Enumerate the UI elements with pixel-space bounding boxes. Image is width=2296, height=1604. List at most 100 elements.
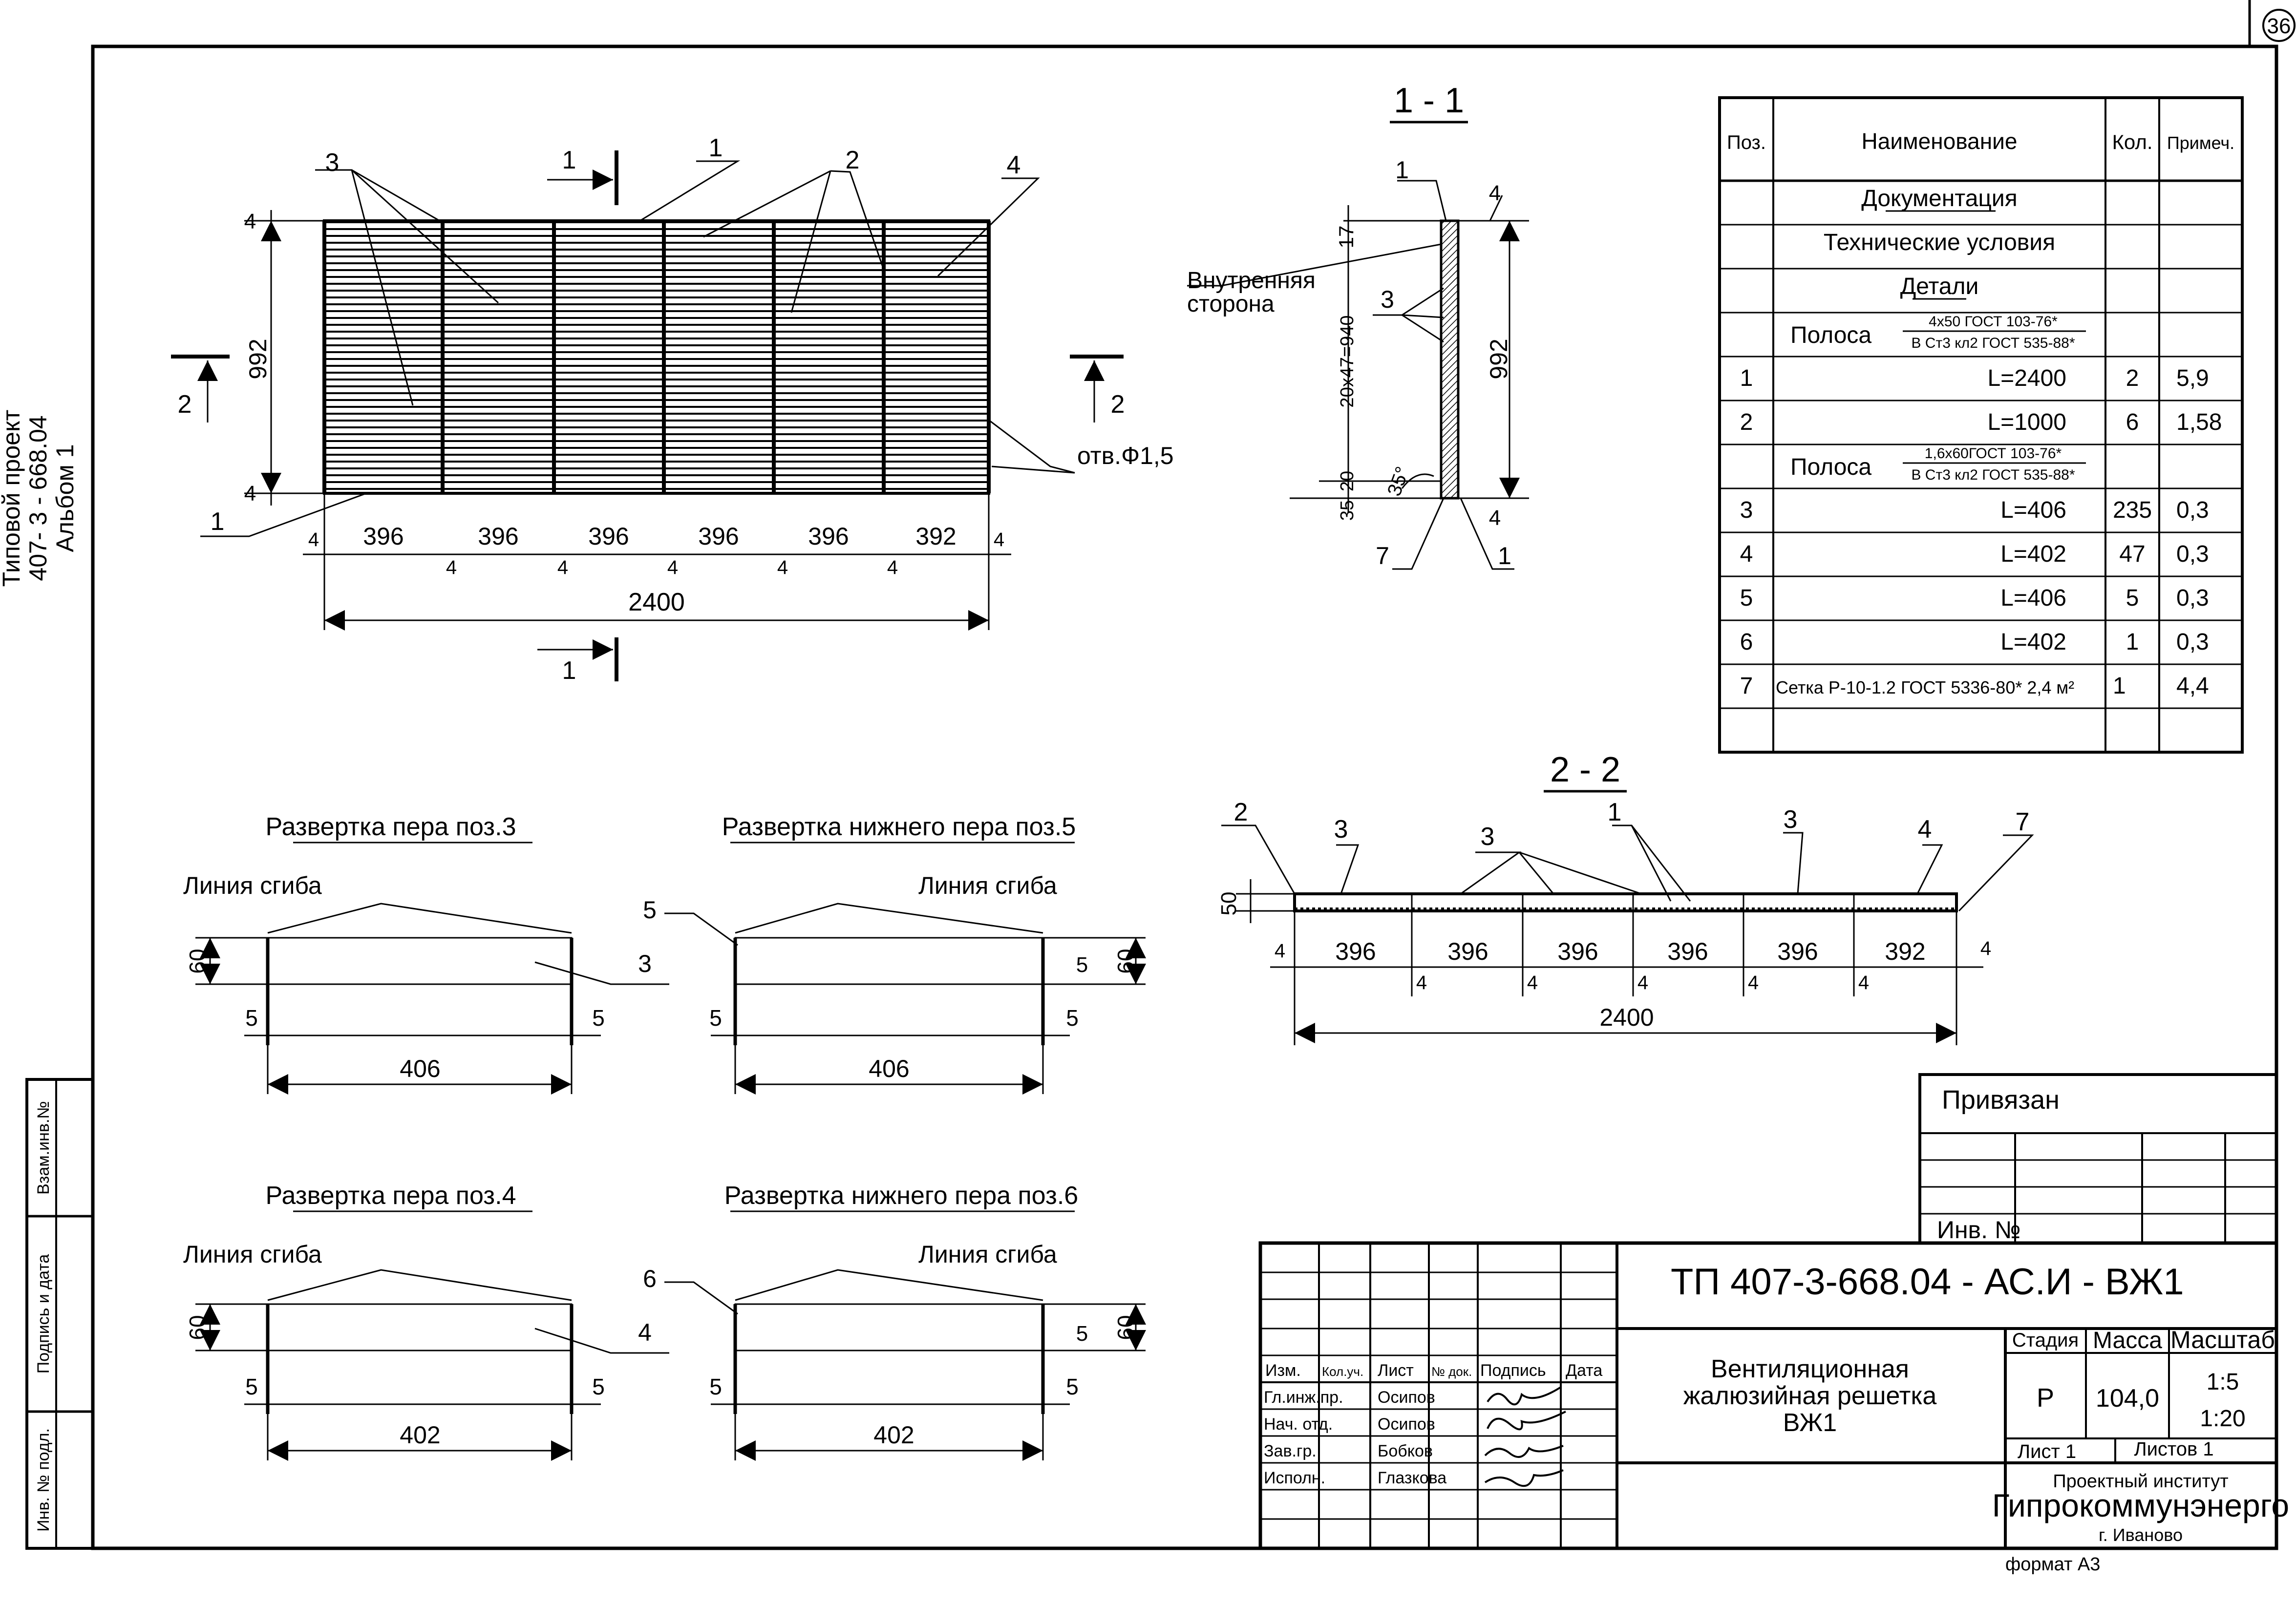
svg-text:5: 5 [1076, 953, 1088, 977]
svg-text:1: 1 [1740, 365, 1753, 391]
svg-text:35: 35 [1337, 500, 1358, 521]
svg-text:5: 5 [643, 896, 657, 924]
svg-text:407- 3 - 668.04: 407- 3 - 668.04 [24, 415, 52, 581]
svg-text:Примеч.: Примеч. [2167, 133, 2234, 153]
svg-text:396: 396 [1335, 938, 1376, 965]
svg-text:В Ст3 кл2 ГОСТ 535-88*: В Ст3 кл2 ГОСТ 535-88* [1911, 335, 2075, 351]
svg-text:Вентиляционная: Вентиляционная [1711, 1355, 1909, 1383]
drawing-name: Вентиляционная жалюзийная решетка ВЖ1 [1683, 1355, 1937, 1437]
svg-text:47: 47 [2119, 541, 2145, 567]
svg-text:Осипов: Осипов [1378, 1415, 1435, 1434]
svg-text:1:5: 1:5 [2207, 1369, 2239, 1395]
svg-text:1: 1 [562, 146, 576, 174]
svg-text:406: 406 [869, 1055, 909, 1082]
main-view: 992 4 4 396 396 396 396 396 392 4 4 4 4 … [171, 134, 1174, 685]
spec-table: Поз. Наименование Кол. Примеч. Документа… [1718, 96, 2244, 754]
svg-text:L=1000: L=1000 [1987, 409, 2066, 435]
svg-text:4: 4 [1489, 506, 1501, 530]
svg-text:Подпись: Подпись [1480, 1361, 1546, 1380]
svg-text:Проектный институт: Проектный институт [2053, 1471, 2228, 1492]
svg-text:3: 3 [1381, 286, 1394, 313]
svg-text:4: 4 [1275, 940, 1285, 962]
svg-text:Гипрокоммунэнерго: Гипрокоммунэнерго [1992, 1487, 2289, 1523]
svg-text:4: 4 [994, 529, 1004, 550]
svg-text:104,0: 104,0 [2096, 1384, 2159, 1413]
svg-text:Кол.уч.: Кол.уч. [1322, 1364, 1363, 1379]
svg-text:6: 6 [643, 1265, 657, 1292]
svg-text:3: 3 [638, 950, 652, 977]
svg-text:Зав.гр.: Зав.гр. [1264, 1442, 1317, 1460]
svg-text:0,3: 0,3 [2176, 541, 2209, 567]
svg-text:20: 20 [1337, 471, 1358, 491]
svg-text:2400: 2400 [1599, 1004, 1654, 1031]
svg-text:Исполн.: Исполн. [1264, 1469, 1325, 1487]
svg-text:4: 4 [638, 1319, 652, 1346]
svg-text:1,58: 1,58 [2176, 409, 2222, 435]
svg-text:60: 60 [185, 949, 210, 973]
svg-text:Инв. №: Инв. № [1937, 1216, 2021, 1244]
svg-text:4: 4 [557, 557, 568, 578]
svg-text:Поз.: Поз. [1727, 132, 1766, 153]
svg-text:396: 396 [478, 523, 518, 550]
dim-height: 992 [244, 338, 272, 379]
gap-dims: 4 4 4 4 4 4 4 [308, 529, 1004, 578]
svg-text:60: 60 [1113, 949, 1138, 973]
svg-text:5: 5 [1066, 1374, 1079, 1399]
svg-text:Развертка пера поз.4: Развертка пера поз.4 [265, 1182, 516, 1210]
svg-text:Стадия: Стадия [2012, 1330, 2079, 1351]
leaders-main [200, 160, 1075, 537]
svg-text:4: 4 [1416, 972, 1427, 993]
svg-text:1: 1 [211, 507, 225, 536]
svg-text:Кол.: Кол. [2112, 130, 2152, 153]
svg-text:Масштаб: Масштаб [2170, 1326, 2275, 1353]
side-stamp: Взам.инв.№ Подпись и дата Инв. № подл. [25, 1078, 94, 1550]
dim-total: 2400 [628, 588, 685, 616]
svg-text:5: 5 [1740, 585, 1753, 611]
svg-text:396: 396 [808, 523, 849, 550]
svg-text:5,9: 5,9 [2176, 365, 2209, 391]
svg-text:1: 1 [1395, 156, 1409, 184]
svg-text:Бобков: Бобков [1378, 1442, 1433, 1460]
svg-text:5: 5 [709, 1374, 722, 1399]
svg-text:6: 6 [2126, 409, 2139, 435]
svg-text:4: 4 [1489, 181, 1501, 205]
svg-text:60: 60 [1113, 1315, 1138, 1340]
svg-text:Гл.инж.пр.: Гл.инж.пр. [1264, 1388, 1343, 1407]
svg-text:Инв. № подл.: Инв. № подл. [34, 1428, 53, 1532]
svg-text:4: 4 [308, 529, 319, 550]
svg-text:Полоса: Полоса [1790, 454, 1871, 480]
format-label: формат А3 [2005, 1554, 2100, 1575]
svg-text:Осипов: Осипов [1378, 1388, 1435, 1407]
svg-text:сторона: сторона [1187, 291, 1275, 317]
svg-text:Внутренняя: Внутренняя [1187, 268, 1316, 294]
svg-text:L=406: L=406 [2000, 497, 2066, 523]
svg-text:4: 4 [1858, 972, 1869, 993]
svg-text:1: 1 [1608, 798, 1622, 826]
svg-text:2: 2 [178, 390, 192, 419]
svg-text:3: 3 [1481, 823, 1495, 851]
callout-numbers-main: 3 1 2 4 1 [211, 134, 1021, 536]
title-block: Изм. Кол.уч. Лист № док. Подпись Дата Гл… [1258, 1241, 2289, 1575]
svg-text:Сетка Р-10-1.2 ГОСТ 5336-80* 2: Сетка Р-10-1.2 ГОСТ 5336-80* 2,4 м² [1776, 677, 2074, 697]
svg-text:5: 5 [2126, 585, 2139, 611]
svg-text:Взам.инв.№: Взам.инв.№ [34, 1101, 53, 1195]
svg-text:Нач. отд.: Нач. отд. [1264, 1415, 1333, 1434]
svg-text:Привязан: Привязан [1942, 1085, 2060, 1115]
svg-text:4: 4 [446, 557, 457, 578]
svg-text:0,3: 0,3 [2176, 497, 2209, 523]
section-1-1: 1 - 1 17 20х47=940 35 20 992 4 4 35° Вн [1187, 81, 1529, 570]
svg-text:60: 60 [185, 1315, 210, 1340]
svg-text:5: 5 [245, 1374, 258, 1399]
svg-text:жалюзийная решетка: жалюзийная решетка [1683, 1382, 1937, 1410]
svg-text:г. Иваново: г. Иваново [2099, 1525, 2183, 1545]
svg-text:2: 2 [1740, 409, 1753, 435]
svg-text:3: 3 [1334, 815, 1348, 844]
svg-text:Детали: Детали [1900, 274, 1979, 299]
svg-text:4: 4 [1637, 972, 1648, 993]
svg-text:Р: Р [2037, 1383, 2054, 1413]
svg-text:4: 4 [1748, 972, 1759, 993]
svg-text:1: 1 [562, 656, 576, 685]
section-1-1-title: 1 - 1 [1394, 81, 1464, 120]
svg-text:4: 4 [667, 557, 678, 578]
span-dims: 396 396 396 396 396 392 [363, 523, 956, 550]
